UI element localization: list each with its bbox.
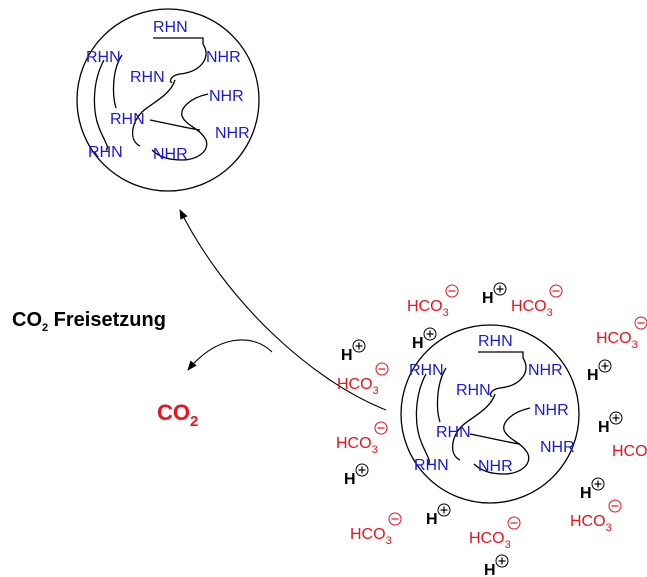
positive-charge-icon bbox=[355, 463, 369, 477]
svg-text:H: H bbox=[344, 471, 356, 488]
svg-text:H: H bbox=[482, 290, 494, 307]
proton-ion: H bbox=[598, 411, 623, 436]
svg-text:H: H bbox=[412, 335, 424, 352]
polymer-particle-released: RHN RHN NHR RHN NHR RHN NHR RHN NHR bbox=[76, 8, 260, 192]
svg-text:H: H bbox=[341, 347, 353, 364]
release-label-sub: 2 bbox=[42, 322, 48, 334]
svg-text:HCO3: HCO3 bbox=[469, 530, 511, 551]
svg-text:H: H bbox=[426, 511, 438, 528]
particle-boundary bbox=[400, 324, 580, 504]
bicarbonate-ion: HCO3 bbox=[337, 362, 389, 397]
amine-label: NHR bbox=[534, 402, 569, 419]
positive-charge-icon bbox=[437, 503, 451, 517]
bicarbonate-ion: HCO3 bbox=[596, 316, 647, 351]
amine-labels-top: RHN RHN NHR RHN NHR RHN NHR RHN NHR bbox=[86, 19, 250, 163]
negative-charge-icon bbox=[375, 362, 389, 376]
svg-text:H: H bbox=[598, 419, 610, 436]
positive-charge-icon bbox=[493, 282, 507, 296]
amine-label: RHN bbox=[110, 111, 145, 128]
particle-boundary bbox=[76, 8, 260, 192]
bicarbonate-ion: HCO3 bbox=[612, 443, 647, 464]
svg-text:H: H bbox=[484, 562, 496, 577]
positive-charge-icon bbox=[352, 339, 366, 353]
negative-charge-icon bbox=[445, 284, 459, 298]
release-label-main: CO bbox=[12, 309, 42, 331]
negative-charge-icon bbox=[608, 499, 622, 513]
svg-text:HCO3: HCO3 bbox=[612, 443, 647, 464]
positive-charge-icon bbox=[495, 554, 509, 568]
positive-charge-icon bbox=[609, 411, 623, 425]
bicarbonate-ion: HCO3 bbox=[336, 421, 388, 456]
amine-label: RHN bbox=[456, 382, 491, 399]
amine-label: NHR bbox=[540, 439, 575, 456]
co2-label-sub: 2 bbox=[190, 413, 198, 430]
proton-ion: H bbox=[426, 503, 451, 528]
svg-text:HCO3: HCO3 bbox=[407, 298, 449, 319]
bicarbonate-ion: HCO3 bbox=[511, 284, 563, 319]
svg-text:HCO3: HCO3 bbox=[511, 298, 553, 319]
svg-text:HCO3: HCO3 bbox=[337, 376, 379, 397]
amine-label: NHR bbox=[206, 49, 241, 66]
proton-ion: H bbox=[484, 554, 509, 577]
proton-ion: H bbox=[341, 339, 366, 364]
polymer-chain bbox=[415, 351, 531, 475]
amine-label: RHN bbox=[153, 19, 188, 36]
bicarbonate-ion: HCO3 bbox=[407, 284, 459, 319]
polymer-chain bbox=[93, 37, 209, 161]
svg-text:HCO3: HCO3 bbox=[336, 435, 378, 456]
amine-label: RHN bbox=[478, 333, 513, 350]
polymer-particle-loaded: RHN RHN NHR RHN NHR RHN NHR RHN NHR bbox=[400, 324, 580, 504]
proton-ion: H bbox=[412, 327, 437, 352]
amine-label: RHN bbox=[409, 362, 444, 379]
bicarbonate-ion: HCO3 bbox=[350, 512, 402, 547]
release-label-word: Freisetzung bbox=[48, 309, 166, 331]
co2-product-label: CO2 bbox=[157, 400, 198, 430]
amine-label: NHR bbox=[528, 362, 563, 379]
negative-charge-icon bbox=[507, 516, 521, 530]
svg-text:HCO3: HCO3 bbox=[596, 330, 638, 351]
amine-label: RHN bbox=[414, 457, 449, 474]
amine-label: RHN bbox=[88, 144, 123, 161]
amine-label: RHN bbox=[86, 49, 121, 66]
positive-charge-icon bbox=[423, 327, 437, 341]
proton-ion: H bbox=[482, 282, 507, 307]
amine-label: RHN bbox=[436, 424, 471, 441]
svg-text:H: H bbox=[580, 485, 592, 502]
proton-ion: H bbox=[587, 359, 612, 384]
negative-charge-icon bbox=[374, 421, 388, 435]
amine-label: NHR bbox=[478, 458, 513, 475]
negative-charge-icon bbox=[634, 316, 647, 330]
positive-charge-icon bbox=[598, 359, 612, 373]
bicarbonate-ion: HCO3 bbox=[570, 499, 622, 534]
amine-label: NHR bbox=[153, 146, 188, 163]
svg-text:HCO3: HCO3 bbox=[570, 513, 612, 534]
regeneration-arrow bbox=[179, 209, 387, 411]
svg-text:H: H bbox=[587, 367, 599, 384]
ion-cloud: HCO3HCO3HCO3HCO3HCO3HCO3HCO3HCO3HCO3HHHH… bbox=[336, 282, 647, 577]
proton-ion: H bbox=[580, 477, 605, 502]
amine-label: NHR bbox=[209, 88, 244, 105]
svg-text:HCO3: HCO3 bbox=[350, 526, 392, 547]
positive-charge-icon bbox=[591, 477, 605, 491]
amine-label: RHN bbox=[130, 69, 165, 86]
co2-label-main: CO bbox=[157, 400, 190, 425]
negative-charge-icon bbox=[388, 512, 402, 526]
co2-release-label: CO2 Freisetzung bbox=[12, 309, 166, 334]
amine-label: NHR bbox=[215, 125, 250, 142]
amine-labels-bottom: RHN RHN NHR RHN NHR RHN NHR RHN NHR bbox=[409, 333, 575, 475]
negative-charge-icon bbox=[549, 284, 563, 298]
bicarbonate-ion: HCO3 bbox=[469, 516, 521, 551]
proton-ion: H bbox=[344, 463, 369, 488]
co2-release-arrow bbox=[187, 339, 273, 371]
